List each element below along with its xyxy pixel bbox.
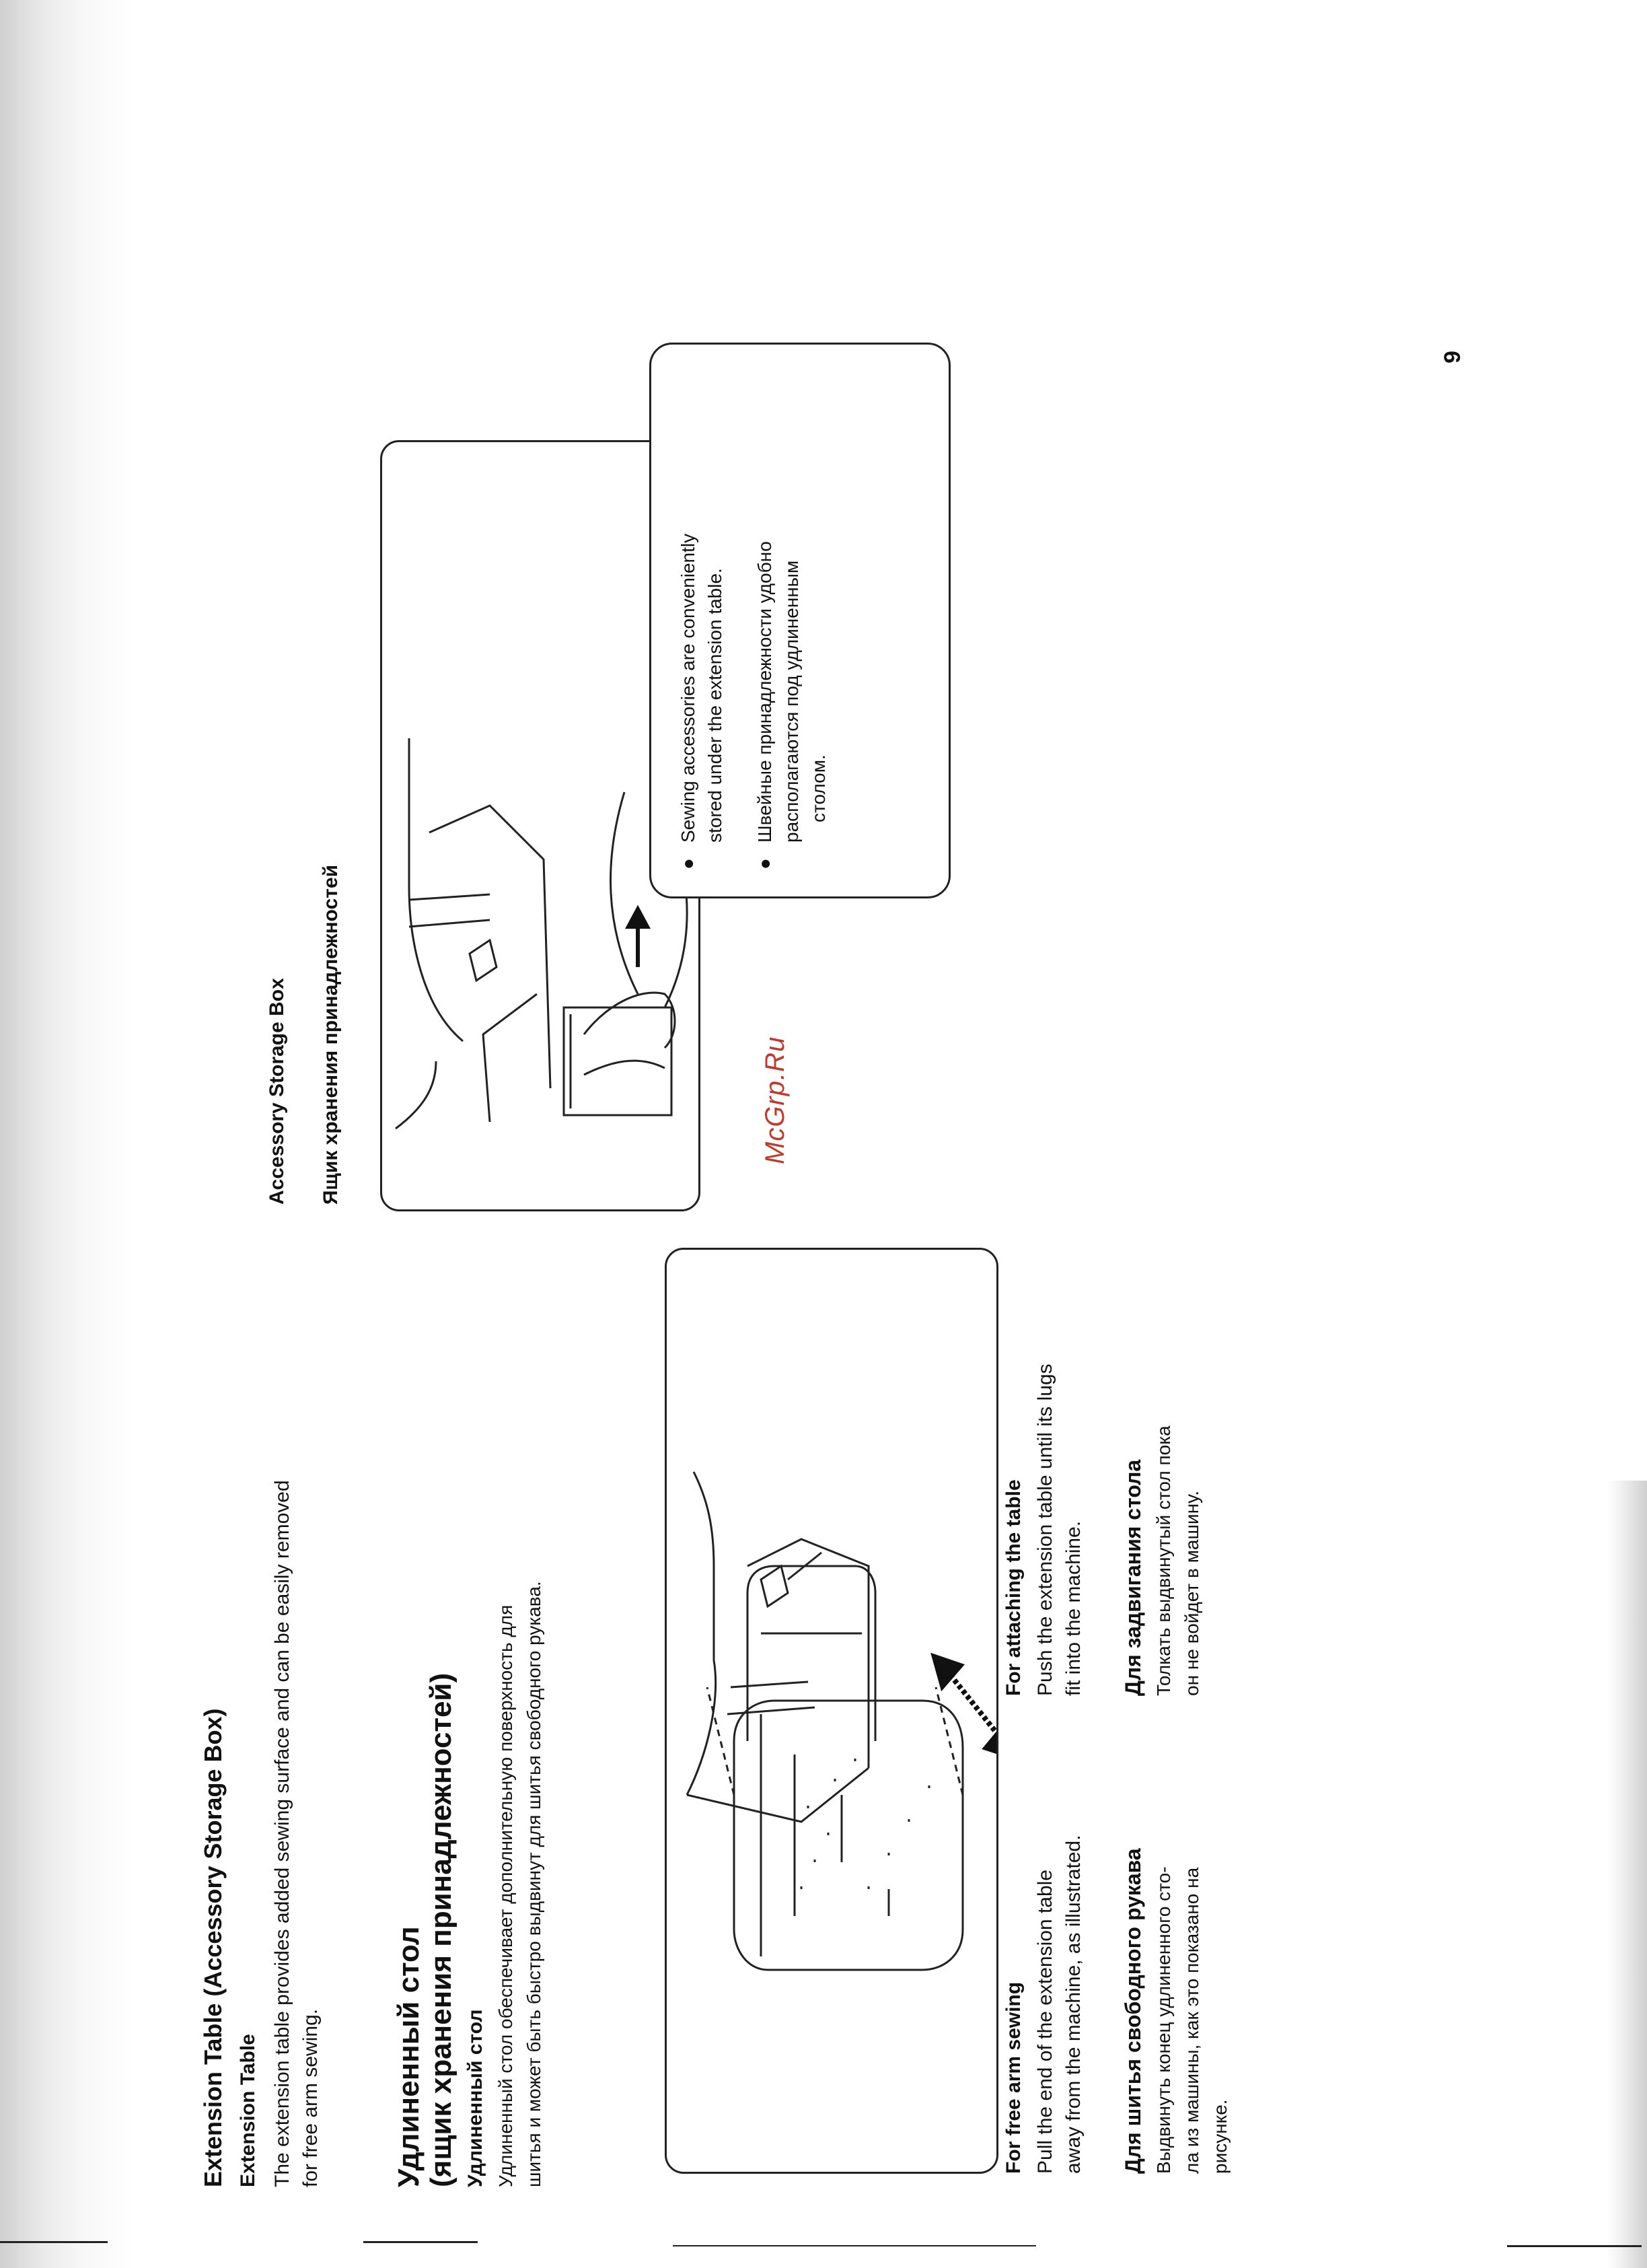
free-arm-heading: For free arm sewing <box>1002 1981 1025 2174</box>
watermark: McGrp.Ru <box>760 1036 790 1164</box>
extension-ru-title-2: (ящик хранения принадлежностей) <box>425 1672 458 2187</box>
extension-table-figure <box>665 1248 1015 2174</box>
extension-ru-subtitle: Удлиненный стол <box>464 2009 486 2187</box>
free-arm-ru-heading: Для шитья свободного рукава <box>1121 1848 1145 2174</box>
storage-heading: Accessory Storage Box <box>266 978 288 1205</box>
scan-rule <box>363 2241 478 2243</box>
free-arm-line2: away from the machine, as illustrated. <box>1062 1835 1085 2174</box>
extension-title: Extension Table (Accessory Storage Box) <box>199 1708 227 2187</box>
storage-heading-ru: Ящик хранения принадлежностей <box>320 864 342 1205</box>
scan-rule <box>673 2245 1036 2246</box>
extension-ru-body-line1: Удлиненный стол обеспечивает дополнитель… <box>495 1604 516 2187</box>
extension-ru-title-1: Удлиненный стол <box>392 1926 425 2187</box>
free-arm-ru-line3: рисунке. <box>1210 2099 1231 2174</box>
extension-ru-body-line2: шитья и может быть быстро выдвинут для ш… <box>523 1581 544 2187</box>
attaching-ru-heading: Для задвигания стола <box>1121 1459 1145 1696</box>
attaching-line1: Push the extension table until its lugs <box>1034 1363 1056 1696</box>
callout-en-line2: stored under the extension table. <box>704 568 725 843</box>
attaching-line2: fit into the machine. <box>1062 1520 1085 1696</box>
free-arm-ru-line2: ла из машины, как это показано на <box>1181 1867 1202 2174</box>
bullet-dot: ● <box>754 858 775 870</box>
extension-body-line2: for free arm sewing. <box>299 2008 322 2187</box>
extension-table-illustration <box>686 1471 1015 1971</box>
callout-ru-line1: Швейные принадлежности удобно <box>754 541 775 843</box>
storage-box-figure <box>380 440 700 1211</box>
callout-en-line1: Sewing accessories are conveniently <box>678 533 698 843</box>
scan-rule <box>0 2241 108 2243</box>
extension-body-line1: The extension table provides added sewin… <box>271 1480 293 2187</box>
scan-edge-left <box>0 0 135 2268</box>
callout-ru-line2: располагаются под удлиненным <box>781 560 802 843</box>
bullet-dot: ● <box>678 858 698 870</box>
storage-callout: ● Sewing accessories are conveniently st… <box>649 343 951 898</box>
attaching-ru-line1: Толкать выдвинутый стол пока <box>1153 1425 1174 1696</box>
free-arm-line1: Pull the end of the extension table <box>1034 1870 1056 2174</box>
extension-subtitle: Extension Table <box>237 2034 259 2187</box>
scan-edge-right <box>1607 1481 1647 2268</box>
free-arm-ru-line1: Выдвинуть конец удлиненного сто- <box>1153 1866 1174 2174</box>
attaching-heading: For attaching the table <box>1002 1479 1025 1696</box>
storage-box-illustration <box>395 738 688 1130</box>
scan-rule <box>1507 2245 1642 2247</box>
attaching-ru-line2: он не войдет в машину. <box>1181 1490 1202 1696</box>
callout-ru-line3: столом. <box>808 754 829 822</box>
page-number: 9 <box>1440 351 1465 363</box>
